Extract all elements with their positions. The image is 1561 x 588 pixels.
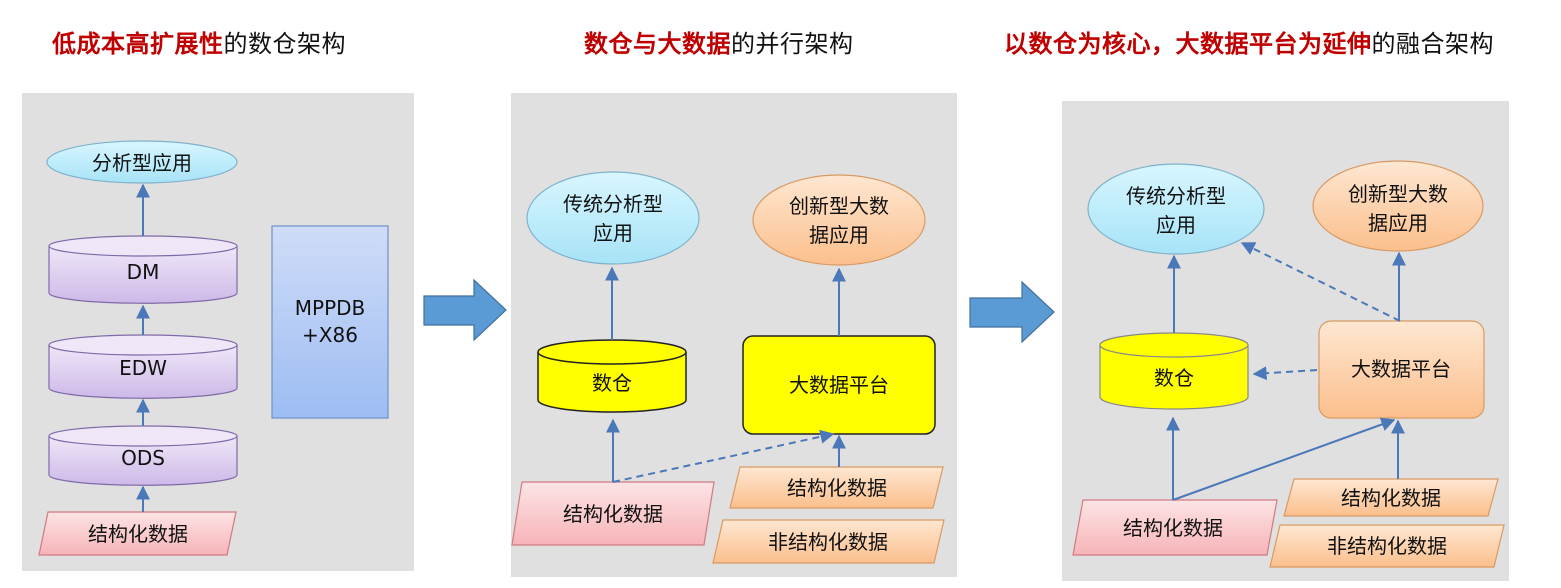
panel3-unstructured-label: 非结构化数据 (1327, 534, 1447, 558)
panel1-app-label: 分析型应用 (92, 151, 192, 175)
panel2-right-app-line1: 创新型大数 (789, 194, 889, 218)
panel1-source-parallelogram: 结构化数据 (38, 511, 237, 556)
panel2-unstructured-label: 非结构化数据 (768, 530, 888, 554)
panel2-structured-source: 结构化数据 (511, 481, 715, 546)
title-panel3: 以数仓为核心，大数据平台为延伸的融合架构 (1004, 30, 1494, 58)
panel1-source-label: 结构化数据 (88, 522, 188, 546)
panel3-dashed-platform-app (1240, 242, 1401, 322)
panel1-dm-label: DM (127, 260, 160, 284)
panel1-dm-cylinder: DM (48, 235, 238, 304)
panel3-right-app-ellipse: 创新型大数 据应用 (1312, 160, 1484, 252)
panel2-left-app-ellipse: 传统分析型 应用 (526, 171, 700, 265)
panel3-left-app-ellipse: 传统分析型 应用 (1087, 163, 1265, 255)
panel1-mpp-line1: MPPDB (295, 296, 366, 320)
panel2-left-app-line1: 传统分析型 (563, 192, 663, 216)
panel3-right-app-line2: 据应用 (1368, 211, 1428, 235)
panel3-left-app-line1: 传统分析型 (1126, 184, 1226, 208)
panel2-warehouse-label: 数仓 (592, 371, 632, 395)
title-panel1: 低成本高扩展性的数仓架构 (52, 30, 346, 58)
panel3-platform-label: 大数据平台 (1351, 357, 1451, 381)
panel3-platform-box: 大数据平台 (1318, 320, 1485, 419)
panel3-warehouse-cylinder: 数仓 (1099, 332, 1249, 410)
panel3-structured-right-source: 结构化数据 (1283, 478, 1499, 517)
panel2-warehouse-cylinder: 数仓 (537, 339, 687, 413)
panel2-right-app-line2: 据应用 (809, 223, 869, 247)
panel3-structured-label: 结构化数据 (1123, 516, 1223, 540)
panel1-mppdb-box: MPPDB +X86 (271, 225, 389, 419)
panel1-edw-cylinder: EDW (48, 334, 238, 399)
panel2-arrows (605, 266, 846, 483)
panel2-left-app-line2: 应用 (593, 221, 633, 245)
panel1-mpp-line2: +X86 (302, 323, 358, 347)
panel2-unstructured-source: 非结构化数据 (712, 519, 945, 564)
panel1-app-ellipse: 分析型应用 (46, 140, 238, 184)
panel3-warehouse-label: 数仓 (1154, 366, 1194, 390)
panel2-right-app-ellipse: 创新型大数 据应用 (752, 174, 926, 266)
panel2-structured-right-source: 结构化数据 (729, 466, 944, 509)
panel2-platform-label: 大数据平台 (789, 373, 889, 397)
panel2-structured-label: 结构化数据 (563, 502, 663, 526)
title-panel2: 数仓与大数据的并行架构 (584, 30, 854, 58)
panel3-right-app-line1: 创新型大数 (1348, 182, 1448, 206)
panel2-dashed-structured-platform (612, 429, 835, 483)
panel3-unstructured-source: 非结构化数据 (1269, 524, 1505, 568)
panel3-arrows (1166, 242, 1406, 501)
panel3-left-app-line2: 应用 (1156, 213, 1196, 237)
block-arrow-2 (969, 280, 1055, 344)
panel3-arrow-structured-platform (1172, 417, 1396, 501)
panel3-dashed-platform-warehouse (1252, 366, 1318, 381)
panel1-ods-label: ODS (121, 446, 165, 470)
panel3-structured-right-label: 结构化数据 (1341, 486, 1441, 510)
block-arrow-1 (423, 278, 507, 342)
panel2-platform-box: 大数据平台 (742, 335, 936, 435)
panel3-structured-source: 结构化数据 (1072, 499, 1278, 556)
panel2-structured-right-label: 结构化数据 (787, 476, 887, 500)
panel1-ods-cylinder: ODS (48, 425, 238, 486)
panel1-edw-label: EDW (119, 356, 167, 380)
